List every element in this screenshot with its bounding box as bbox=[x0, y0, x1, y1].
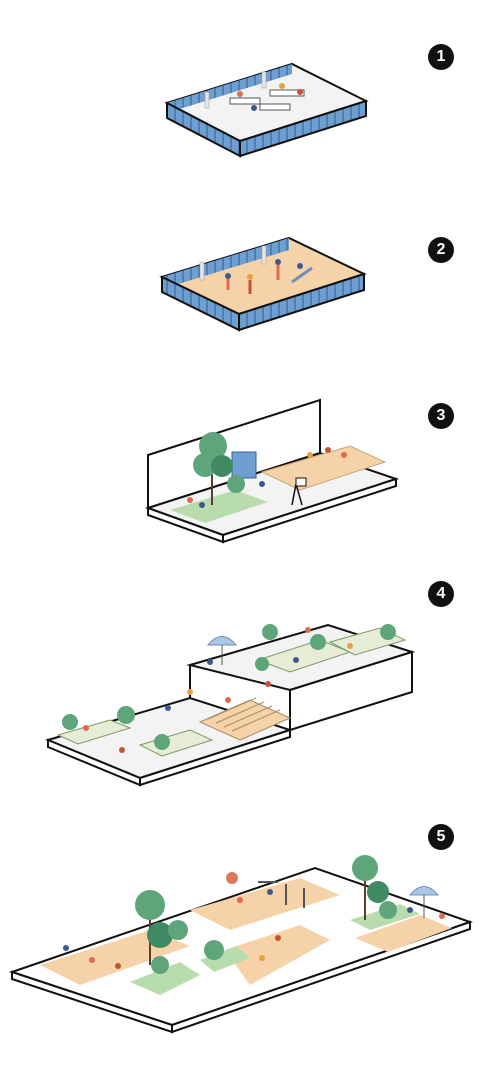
person-icon bbox=[259, 481, 265, 487]
person-icon bbox=[279, 83, 285, 89]
person-icon bbox=[251, 105, 257, 111]
block-3-courtyard bbox=[144, 398, 400, 544]
person-icon bbox=[267, 889, 273, 895]
person-icon bbox=[275, 935, 281, 941]
block-4-terraces bbox=[45, 623, 416, 787]
people-group bbox=[83, 627, 353, 753]
person-icon bbox=[347, 643, 353, 649]
tree-icon bbox=[310, 634, 326, 650]
playground-structure bbox=[226, 872, 305, 908]
dancers bbox=[199, 245, 313, 294]
block-2-studio bbox=[159, 236, 367, 332]
trees bbox=[62, 624, 396, 750]
person-icon bbox=[275, 259, 281, 265]
step-marker-4: 4 bbox=[428, 581, 454, 607]
tree-icon bbox=[117, 706, 135, 724]
person-icon bbox=[307, 452, 313, 458]
grass-patch bbox=[200, 946, 250, 972]
front-right-glass bbox=[238, 272, 365, 332]
person-icon bbox=[325, 447, 331, 453]
tree-icon bbox=[380, 624, 396, 640]
person-icon bbox=[341, 452, 347, 458]
tree-icon bbox=[204, 940, 224, 960]
step-marker-2: 2 bbox=[428, 237, 454, 263]
tree-icon bbox=[262, 624, 278, 640]
person-icon bbox=[119, 747, 125, 753]
front-right-glass bbox=[239, 99, 367, 158]
window bbox=[231, 451, 257, 479]
person-icon bbox=[63, 945, 69, 951]
person-icon bbox=[115, 963, 121, 969]
tree-icon bbox=[62, 714, 78, 730]
umbrella-icon bbox=[206, 636, 238, 665]
step-marker-5: 5 bbox=[428, 824, 454, 850]
wood-zone bbox=[225, 925, 330, 985]
office-desks bbox=[204, 71, 305, 111]
tree-icon bbox=[151, 956, 169, 974]
block-5-park bbox=[8, 855, 474, 1034]
person-icon bbox=[259, 955, 265, 961]
person-icon bbox=[265, 681, 271, 687]
wood-deck bbox=[260, 445, 387, 491]
person-icon bbox=[293, 657, 299, 663]
person-icon bbox=[187, 689, 193, 695]
person-icon bbox=[89, 957, 95, 963]
person-icon bbox=[297, 89, 303, 95]
person-icon bbox=[199, 502, 205, 508]
wood-zone bbox=[355, 915, 452, 952]
person-icon bbox=[225, 273, 231, 279]
person-icon bbox=[305, 627, 311, 633]
tree-icon bbox=[193, 432, 245, 505]
umbrella-icon bbox=[408, 886, 440, 918]
person-icon bbox=[237, 91, 243, 97]
person-icon bbox=[187, 497, 193, 503]
person-icon bbox=[247, 274, 253, 280]
person-icon bbox=[439, 913, 445, 919]
tree-icon bbox=[135, 890, 188, 965]
easel-icon bbox=[291, 483, 297, 506]
people-group bbox=[63, 889, 445, 969]
person-icon bbox=[407, 907, 413, 913]
person-icon bbox=[225, 697, 231, 703]
block-1-office bbox=[164, 62, 369, 158]
tree-icon bbox=[154, 734, 170, 750]
tree-icon bbox=[352, 855, 397, 920]
back-glass-wall bbox=[162, 238, 289, 289]
people-group bbox=[187, 447, 347, 508]
grass-patch bbox=[170, 490, 268, 523]
grass-patch bbox=[130, 962, 200, 995]
stairs-icon bbox=[198, 697, 292, 741]
person-icon bbox=[165, 705, 171, 711]
person-icon bbox=[83, 725, 89, 731]
step-marker-1: 1 bbox=[428, 44, 454, 70]
wood-zone bbox=[190, 878, 340, 930]
person-icon bbox=[297, 263, 303, 269]
person-icon bbox=[207, 659, 213, 665]
tree-icon bbox=[255, 657, 269, 671]
back-glass-wall bbox=[167, 64, 292, 113]
step-marker-3: 3 bbox=[428, 403, 454, 429]
person-icon bbox=[237, 897, 243, 903]
